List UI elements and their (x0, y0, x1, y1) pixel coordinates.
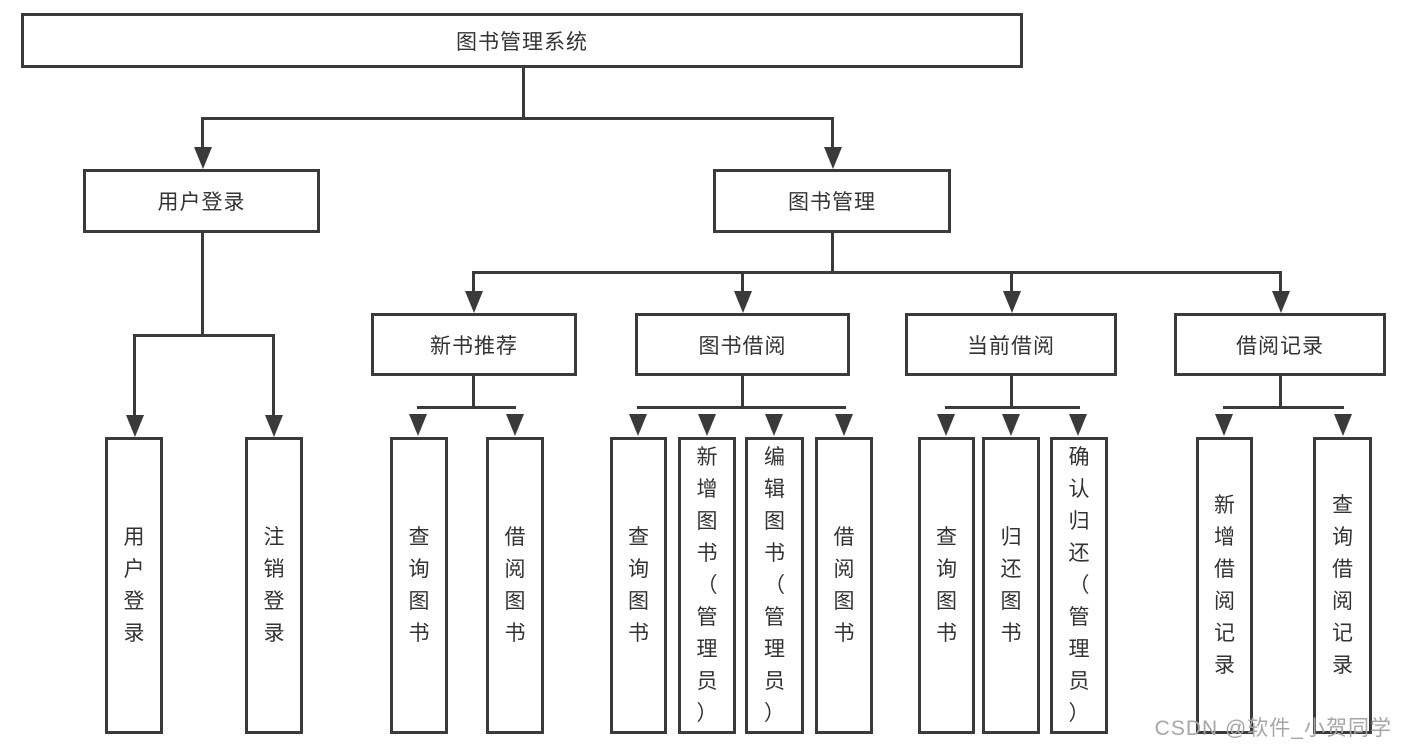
leaf-borrow-books-1-label: 借阅图书 (504, 525, 526, 645)
node-current-borrow-label: 当前借阅 (967, 334, 1055, 358)
arrow-down-icon (937, 414, 955, 436)
node-book-management-label: 图书管理 (788, 191, 876, 214)
leaf-query-books-2-label: 查询图书 (628, 525, 649, 645)
leaf-edit-books: 编辑图书（管理员） (745, 437, 804, 734)
leaf-add-borrow-record: 新增借阅记录 (1196, 437, 1253, 734)
leaf-logout-label: 注销登录 (263, 525, 285, 645)
connector-line (1279, 376, 1282, 409)
arrow-down-icon (698, 414, 716, 436)
connector-line (472, 271, 475, 293)
node-book-management: 图书管理 (713, 169, 951, 233)
leaf-confirm-return: 确认归还（管理员） (1050, 437, 1108, 734)
connector-line (201, 233, 204, 337)
connector-line (1010, 376, 1013, 409)
connector-line (831, 233, 834, 274)
leaf-edit-books-label: 编辑图书（管理员） (764, 445, 785, 725)
arrow-down-icon (506, 414, 524, 436)
node-new-book-recommend-label: 新书推荐 (430, 334, 518, 358)
node-borrow-records-label: 借阅记录 (1236, 334, 1324, 358)
connector-line (133, 334, 275, 337)
connector-line (417, 406, 516, 409)
connector-line (522, 68, 525, 119)
arrow-down-icon (824, 147, 842, 169)
connector-line (201, 117, 204, 149)
arrow-down-icon (1002, 414, 1020, 436)
node-root: 图书管理系统 (21, 13, 1023, 68)
leaf-borrow-books-2: 借阅图书 (815, 437, 873, 734)
connector-line (1279, 271, 1282, 293)
csdn-watermark: CSDN @软件_小贺同学 (1154, 717, 1392, 740)
leaf-query-books-1: 查询图书 (390, 437, 448, 734)
leaf-query-books-3: 查询图书 (918, 437, 975, 734)
connector-line (133, 334, 136, 417)
connector-line (831, 117, 834, 149)
leaf-logout: 注销登录 (245, 437, 303, 734)
connector-line (637, 406, 846, 409)
leaf-return-books-label: 归还图书 (1000, 525, 1022, 645)
arrow-down-icon (1272, 291, 1290, 313)
arrow-down-icon (1003, 291, 1021, 313)
leaf-borrow-books-1: 借阅图书 (486, 437, 544, 734)
arrow-down-icon (765, 414, 783, 436)
node-current-borrow: 当前借阅 (905, 313, 1117, 376)
arrow-down-icon (126, 415, 144, 437)
node-user-login: 用户登录 (83, 169, 320, 233)
node-book-borrow: 图书借阅 (635, 313, 850, 376)
arrow-down-icon (629, 414, 647, 436)
leaf-query-books-2: 查询图书 (610, 437, 667, 734)
leaf-borrow-books-2-label: 借阅图书 (833, 525, 855, 645)
connector-line (472, 376, 475, 409)
arrow-down-icon (465, 291, 483, 313)
leaf-query-borrow-record: 查询借阅记录 (1313, 437, 1372, 734)
connector-line (272, 334, 275, 417)
node-new-book-recommend: 新书推荐 (371, 313, 577, 376)
arrow-down-icon (734, 291, 752, 313)
leaf-query-borrow-record-label: 查询借阅记录 (1332, 493, 1353, 677)
leaf-query-books-3-label: 查询图书 (936, 525, 957, 645)
leaf-query-books-1-label: 查询图书 (408, 525, 430, 645)
leaf-add-borrow-record-label: 新增借阅记录 (1214, 493, 1235, 677)
connector-line (201, 117, 834, 120)
connector-line (472, 271, 1282, 274)
node-borrow-records: 借阅记录 (1174, 313, 1386, 376)
arrow-down-icon (1069, 414, 1087, 436)
arrow-down-icon (1334, 414, 1352, 436)
leaf-add-books: 新增图书（管理员） (678, 437, 736, 734)
leaf-user-login-label: 用户登录 (123, 525, 145, 645)
leaf-user-login: 用户登录 (105, 437, 163, 734)
arrow-down-icon (194, 147, 212, 169)
connector-line (741, 376, 744, 409)
leaf-return-books: 归还图书 (982, 437, 1040, 734)
arrow-down-icon (265, 415, 283, 437)
connector-line (945, 406, 1080, 409)
node-root-label: 图书管理系统 (456, 30, 588, 54)
arrow-down-icon (409, 414, 427, 436)
connector-line (1223, 406, 1344, 409)
node-book-borrow-label: 图书借阅 (698, 334, 787, 358)
leaf-confirm-return-label: 确认归还（管理员） (1068, 445, 1090, 725)
connector-line (1010, 271, 1013, 293)
connector-line (741, 271, 744, 293)
arrow-down-icon (835, 414, 853, 436)
leaf-add-books-label: 新增图书（管理员） (696, 445, 718, 725)
node-user-login-label: 用户登录 (157, 191, 246, 214)
arrow-down-icon (1215, 414, 1233, 436)
